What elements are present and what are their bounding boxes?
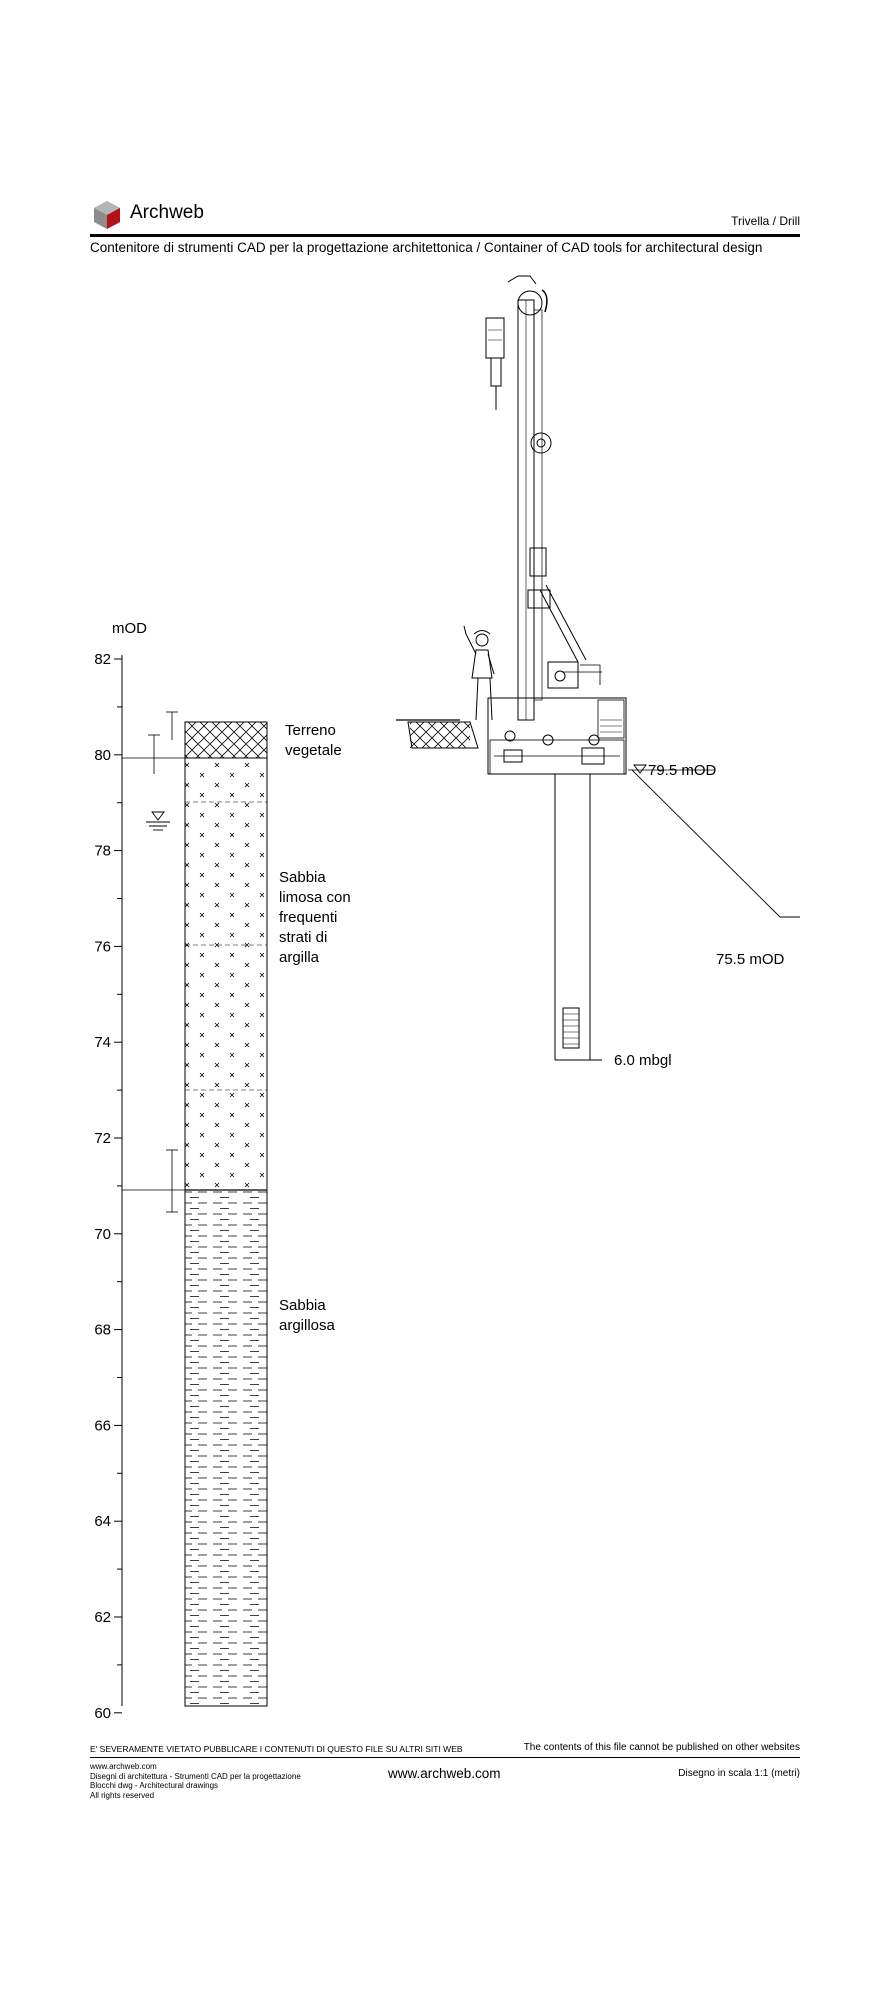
ground-hatch: [410, 722, 470, 748]
header-divider: [90, 234, 800, 237]
footer-credit-line: All rights reserved: [90, 1790, 155, 1800]
document-title: Trivella / Drill: [731, 214, 800, 228]
depth-label: 6.0 mbgl: [614, 1052, 672, 1069]
winch: [530, 432, 552, 454]
stratum-label-line: Terreno: [285, 722, 336, 739]
axis-unit-label: mOD: [112, 620, 147, 637]
drill-bit: [562, 1007, 580, 1049]
stratum-clayey-sand: [184, 1189, 268, 1707]
drill-rig-section: [396, 275, 800, 1061]
stratum-label-line: argilla: [279, 949, 320, 966]
footer-warning-it: E' SEVERAMENTE VIETATO PUBBLICARE I CONT…: [90, 1744, 463, 1754]
axis-tick-label: 80: [94, 747, 111, 764]
axis-tick-label: 76: [94, 938, 111, 955]
stratum-label-line: limosa con: [279, 889, 351, 906]
water-level-icon: [146, 811, 170, 831]
footer-url-link[interactable]: www.archweb.com: [388, 1766, 501, 1781]
footer-credit-line: Blocchi dwg - Architectural drawings: [90, 1781, 219, 1791]
drill-head: [485, 317, 505, 359]
stratum-topsoil: [184, 721, 268, 759]
brand-name: Archweb: [130, 202, 204, 223]
axis-tick-label: 72: [94, 1130, 111, 1147]
stratum-label-line: Sabbia: [279, 1297, 326, 1314]
stratum-label-line: vegetale: [285, 742, 342, 759]
axis-tick-label: 82: [94, 651, 111, 668]
stratum-label-line: strati di: [279, 929, 327, 946]
axis-tick-label: 74: [94, 1034, 111, 1051]
axis-tick-label: 70: [94, 1226, 111, 1243]
footer-credit-line: www.archweb.com: [90, 1762, 157, 1771]
ground-level-label: 79.5 mOD: [648, 762, 717, 779]
rig-labels: 79.5 mOD 75.5 mOD 6.0 mbgl: [614, 762, 785, 1069]
top-pulley: [517, 290, 543, 316]
axis-tick-label: 60: [94, 1705, 111, 1722]
base-level-label: 75.5 mOD: [716, 951, 785, 968]
stratum-silty-sand: [184, 757, 268, 1191]
stratum-label-line: argillosa: [279, 1317, 336, 1334]
axis-tick-label: 78: [94, 843, 111, 860]
stratum-label-line: Sabbia: [279, 869, 326, 886]
axis-tick-label: 64: [94, 1513, 111, 1530]
footer-credits: www.archweb.com Disegni di architettura …: [90, 1762, 350, 1800]
worker-figure: [463, 625, 495, 721]
header-tagline: Contenitore di strumenti CAD per la prog…: [90, 240, 763, 255]
stratum-label-line: frequenti: [279, 909, 337, 926]
axis-tick-label: 68: [94, 1322, 111, 1339]
borehole-log: mOD 82 80 78 76 74 72 70 68 66 64 62 60 Terreno vege…: [94, 620, 350, 1722]
axis-ticks: 82 80 78 76 74 72 70 68 66 64 62 60: [94, 651, 122, 1722]
rig-base: [487, 697, 627, 775]
footer-scale-note: Disegno in scala 1:1 (metri): [678, 1768, 800, 1779]
axis-tick-label: 62: [94, 1609, 111, 1626]
axis-tick-label: 66: [94, 1417, 111, 1434]
footer-warning-en: The contents of this file cannot be publ…: [523, 1742, 800, 1753]
footer-divider: [90, 1757, 800, 1758]
dimension-marks: [122, 711, 185, 1213]
archweb-logo-icon: [94, 201, 120, 229]
footer-credit-line: Disegni di architettura - Strumenti CAD …: [90, 1771, 301, 1781]
